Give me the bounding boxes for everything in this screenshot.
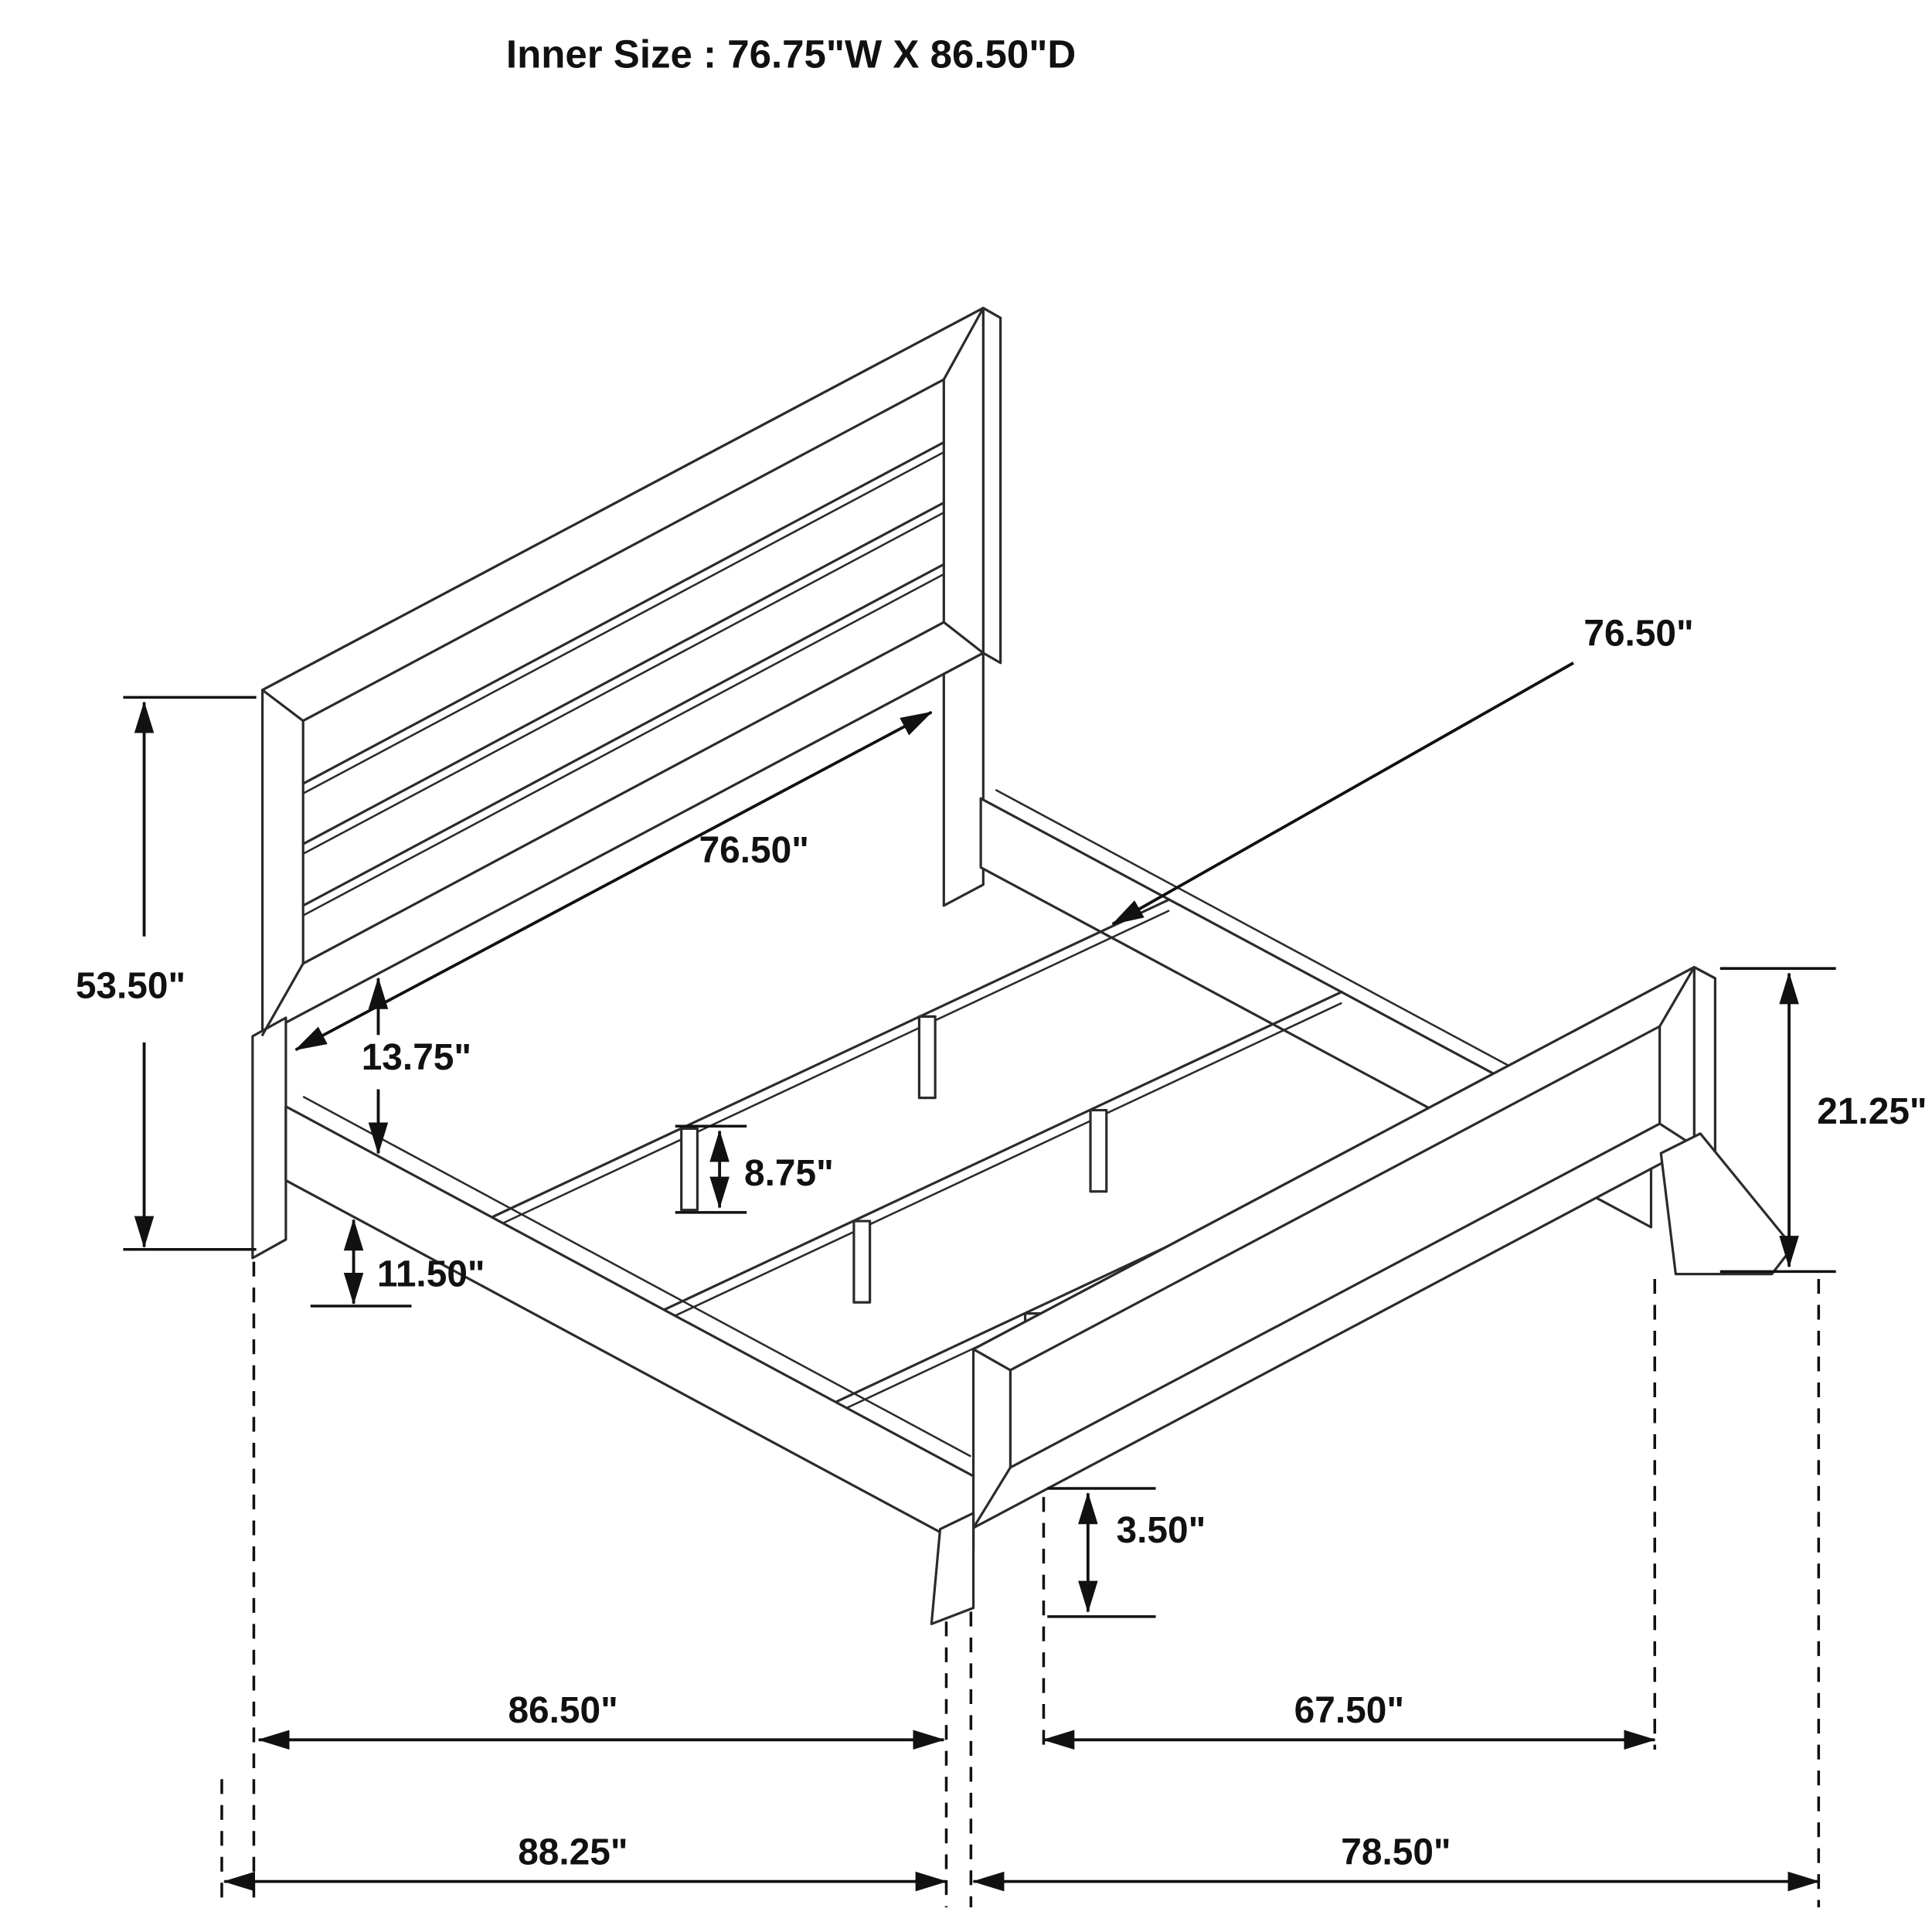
slat-leg	[680, 1127, 699, 1212]
dimension-rail-clearance: 11.50"	[310, 1218, 485, 1308]
dim-footboard-span-label: 67.50"	[1294, 1690, 1404, 1731]
dim-rail-clearance-label: 11.50"	[377, 1254, 485, 1295]
slat-leg	[852, 1219, 872, 1304]
dim-slat-leg-height-label: 8.75"	[744, 1153, 834, 1194]
footboard-side-face	[1692, 966, 1716, 1158]
footboard-left-foot	[930, 1512, 975, 1625]
footboard	[930, 966, 1794, 1625]
dim-foot-height-label: 3.50"	[1117, 1510, 1206, 1551]
headboard	[251, 307, 1002, 1260]
dim-headboard-to-rail-label: 13.75"	[362, 1037, 471, 1078]
dimension-footboard-span: 67.50"	[1042, 1690, 1656, 1750]
slat-leg	[917, 1015, 937, 1100]
dimension-slat-span: 76.50"	[1111, 613, 1694, 926]
dimension-headboard-height: 53.50"	[76, 696, 257, 1251]
dim-rail-length-label: 86.50"	[508, 1690, 617, 1731]
left-rail-face	[284, 1105, 975, 1552]
dimension-overall-width: 78.50"	[971, 1832, 1820, 1892]
headboard-side-face	[981, 307, 1002, 665]
dim-overall-width-label: 78.50"	[1341, 1832, 1451, 1872]
dim-slat-span-label: 76.50"	[1583, 613, 1693, 654]
slat-leg	[1089, 1108, 1108, 1193]
headboard-right-leg	[942, 651, 985, 907]
dimension-footboard-height: 21.25"	[1719, 967, 1927, 1274]
dim-headboard-height-label: 53.50"	[76, 965, 185, 1006]
dimension-slat-leg-height: 8.75"	[675, 1124, 834, 1214]
footboard-inner-panel	[1009, 1025, 1662, 1469]
extension-lines	[220, 1261, 1821, 1908]
dim-overall-depth-label: 88.25"	[518, 1832, 628, 1872]
dim-footboard-height-label: 21.25"	[1817, 1091, 1927, 1132]
dimension-overall-depth: 88.25"	[223, 1832, 948, 1892]
dimension-foot-height: 3.50"	[1047, 1487, 1206, 1618]
dim-headboard-width-label: 76.50"	[699, 830, 809, 871]
headboard-left-leg	[251, 1016, 287, 1260]
dimension-headboard-width: 76.50"	[294, 710, 933, 1052]
footboard-right-foot	[1659, 1132, 1794, 1276]
dimension-rail-length: 86.50"	[257, 1690, 945, 1750]
diagram-title: Inner Size : 76.75"W X 86.50"D	[506, 32, 1076, 77]
